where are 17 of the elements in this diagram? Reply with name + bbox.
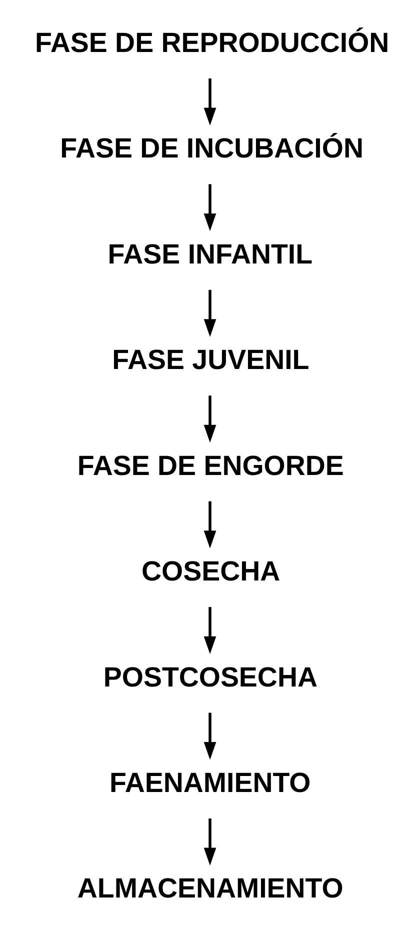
arrow (204, 395, 216, 442)
node-text: FASE DE ENGORDE (77, 449, 344, 480)
node-text: FASE DE INCUBACIÓN (60, 132, 364, 164)
arrow (204, 78, 216, 125)
arrow (204, 712, 216, 760)
arrow (204, 818, 216, 865)
node-text: FAENAMIENTO (109, 766, 311, 798)
node-text: COSECHA (142, 555, 280, 586)
arrow (204, 184, 216, 231)
arrow (204, 606, 216, 654)
node-text: POSTCOSECHA (103, 660, 318, 692)
node-text: ALMACENAMIENTO (77, 872, 344, 904)
node-text: FASE JUVENIL (112, 344, 310, 375)
node-text: FASE DE REPRODUCCIÓN (34, 26, 390, 58)
node-text: FASE INFANTIL (108, 238, 313, 269)
arrow (204, 289, 216, 336)
arrow (204, 500, 216, 548)
